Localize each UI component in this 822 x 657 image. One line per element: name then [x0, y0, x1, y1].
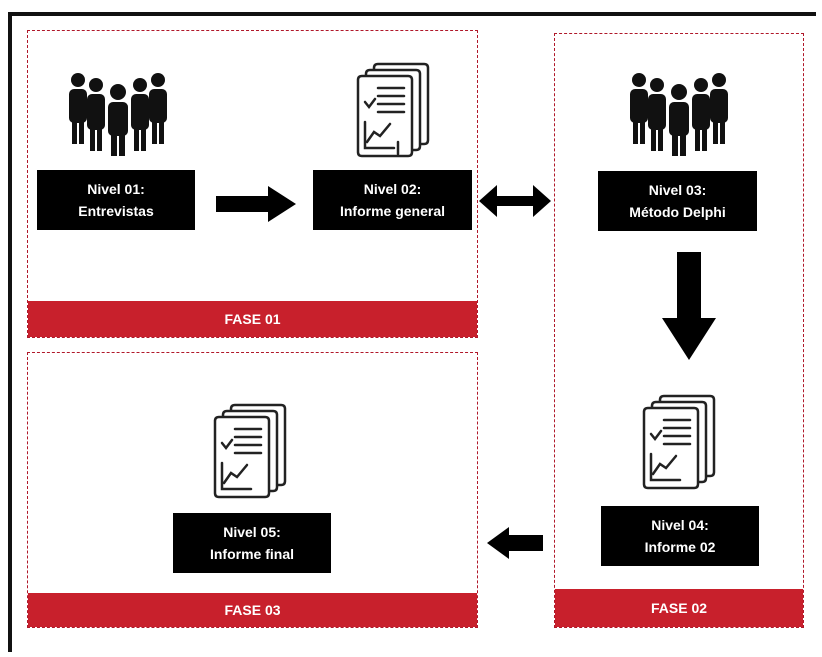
- report-document-icon: [642, 394, 716, 490]
- double-arrow-icon: [479, 185, 551, 217]
- level-05-title: Nivel 05:: [223, 524, 281, 540]
- phase-02-label: FASE 02: [650, 600, 708, 616]
- arrow-down-icon: [662, 252, 716, 360]
- level-02-subtitle: Informe general: [339, 203, 446, 219]
- frame-top-border: [8, 12, 816, 16]
- level-04-title: Nivel 04:: [651, 517, 709, 533]
- people-group-icon: [630, 73, 728, 156]
- level-01-box: Nivel 01: Entrevistas: [37, 170, 195, 230]
- frame-left-border: [8, 12, 12, 652]
- level-03-title: Nivel 03:: [648, 182, 707, 198]
- phase-03-bar: FASE 03: [28, 593, 477, 627]
- phase-03-label: FASE 03: [224, 602, 281, 618]
- level-03-subtitle: Método Delphi: [629, 204, 726, 220]
- level-04-box: Nivel 04: Informe 02: [601, 506, 759, 566]
- phase-01-label: FASE 01: [224, 311, 281, 327]
- level-01-title: Nivel 01:: [87, 181, 145, 197]
- level-03-box: Nivel 03: Método Delphi: [598, 171, 757, 231]
- report-document-icon: [356, 62, 430, 158]
- arrow-left-icon: [487, 527, 543, 559]
- report-document-icon: [213, 403, 287, 499]
- phase-01-bar: FASE 01: [28, 301, 477, 337]
- arrow-right-icon: [216, 186, 296, 222]
- phase-03-panel: FASE 03: [27, 352, 478, 628]
- level-02-title: Nivel 02:: [363, 181, 422, 197]
- level-04-subtitle: Informe 02: [644, 539, 716, 555]
- level-01-subtitle: Entrevistas: [78, 203, 154, 219]
- level-02-box: Nivel 02: Informe general: [313, 170, 472, 230]
- level-05-box: Nivel 05: Informe final: [173, 513, 331, 573]
- people-group-icon: [69, 73, 167, 156]
- phase-02-bar: FASE 02: [555, 589, 803, 627]
- level-05-subtitle: Informe final: [209, 546, 294, 562]
